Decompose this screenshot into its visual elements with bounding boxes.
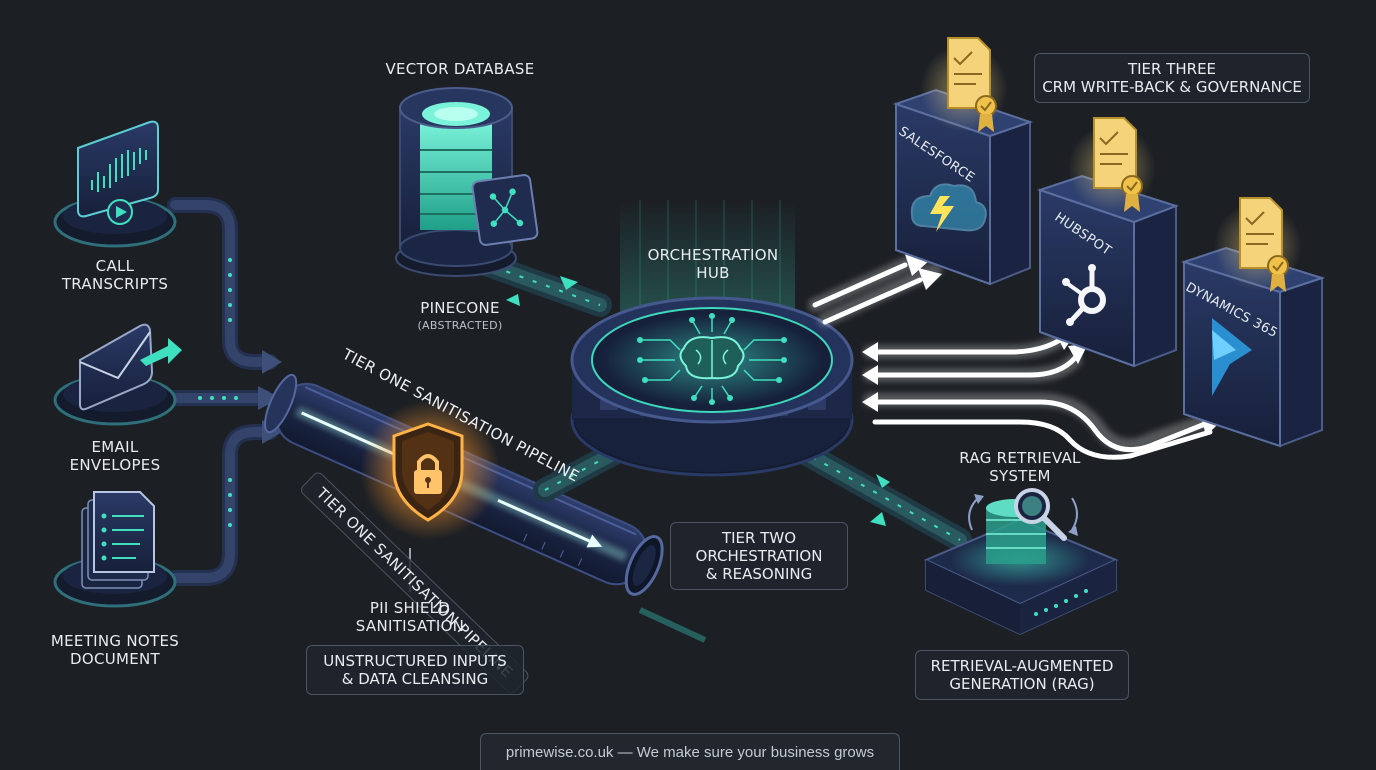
- rag-retrieval-title: RAG RETRIEVAL SYSTEM: [959, 449, 1081, 485]
- tier-two-box: TIER TWO ORCHESTRATION & REASONING: [670, 522, 848, 590]
- input-connectors: [167, 197, 282, 586]
- orchestration-hub: [570, 200, 854, 477]
- footer-attribution: primewise.co.uk — We make sure your busi…: [480, 733, 900, 770]
- unstructured-inputs-box: UNSTRUCTURED INPUTS & DATA CLEANSING: [306, 645, 524, 695]
- call-transcripts-label: CALL TRANSCRIPTS: [61, 257, 169, 293]
- email-envelope-icon: [53, 323, 182, 426]
- governance-certificate-icons: [920, 37, 1302, 292]
- tier-three-box: TIER THREE CRM WRITE-BACK & GOVERNANCE: [1034, 53, 1310, 103]
- pinecone-label: PINECONE: [420, 299, 500, 317]
- pinecone-abstracted-note: (ABSTRACTED): [417, 319, 503, 332]
- email-envelopes-label: EMAIL ENVELOPES: [69, 438, 161, 474]
- vector-database-title: VECTOR DATABASE: [385, 60, 535, 78]
- meeting-notes-document-icon: [53, 491, 177, 608]
- rag-retrieval-system: [923, 488, 1119, 636]
- meeting-notes-label: MEETING NOTES DOCUMENT: [50, 632, 180, 668]
- pii-shield-icon: [360, 400, 500, 592]
- call-transcripts-icon: [53, 120, 177, 248]
- vector-database-cylinder: [395, 87, 539, 277]
- pii-shield-label: PII SHIELD SANITISATION: [355, 599, 465, 635]
- rag-box: RETRIEVAL-AUGMENTED GENERATION (RAG): [915, 650, 1129, 700]
- hub-to-rag-connector: [788, 438, 972, 552]
- orchestration-hub-title: ORCHESTRATION HUB: [647, 246, 779, 282]
